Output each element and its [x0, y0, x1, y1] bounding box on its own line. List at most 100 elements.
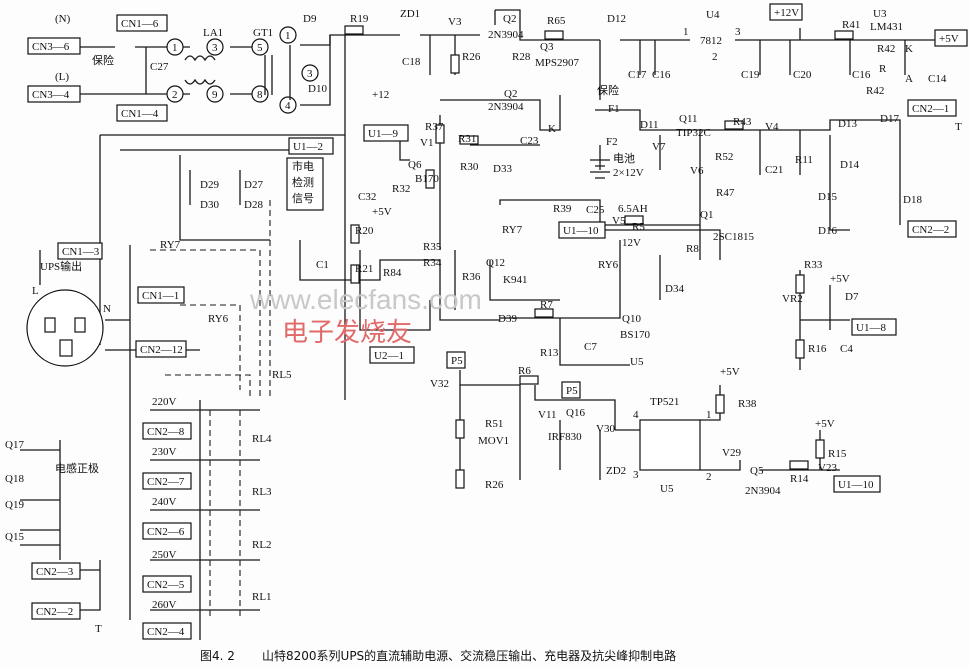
wire: [80, 560, 101, 611]
label-d34: D34: [665, 283, 684, 295]
resistor: [435, 124, 445, 144]
label-r65: R65: [547, 15, 566, 27]
label-c18: C18: [402, 56, 421, 68]
wire: [459, 370, 521, 395]
resistor: [795, 274, 805, 294]
label-d12: D12: [607, 13, 626, 25]
label-u4p3: 3: [735, 26, 741, 38]
connector-cn2-12: CN2—12: [140, 344, 183, 356]
resistor: [459, 135, 479, 145]
connector-cn2-1-box: [907, 99, 957, 117]
label-n: (N): [55, 13, 71, 25]
wire: [189, 170, 241, 205]
resistor: [450, 54, 460, 74]
label-q18: Q18: [5, 473, 24, 485]
label-q10: Q10: [622, 313, 641, 325]
label-zd1: ZD1: [400, 8, 420, 20]
label-r28: R28: [512, 51, 531, 63]
wire: [759, 40, 906, 75]
label-bat3: 6.5AH: [618, 203, 648, 215]
label-d14: D14: [840, 159, 859, 171]
label-q2bt: 2N3904: [488, 101, 524, 113]
label-v32: V32: [430, 378, 449, 390]
label-d13: D13: [838, 118, 857, 130]
wire: [829, 135, 850, 231]
label-mov1: MOV1: [478, 435, 509, 447]
label-u4: U4: [706, 9, 720, 21]
terminal-circle: [279, 96, 297, 114]
label-r16: R16: [808, 343, 827, 355]
label-r37: R37: [425, 121, 444, 133]
label-q17: Q17: [5, 439, 24, 451]
connector-p5a-box: [446, 351, 466, 369]
label-t2: T: [95, 623, 102, 635]
label-ry7b: RY7: [160, 239, 181, 251]
label-u4p2: 2: [712, 51, 718, 63]
label-ups: UPS输出: [40, 259, 82, 273]
label-r6: R6: [518, 365, 531, 377]
connector-cn1-6: CN1—6: [121, 18, 159, 30]
connector-u1-9: U1—9: [368, 128, 398, 140]
wire: [300, 34, 480, 46]
label-r35: R35: [423, 241, 442, 253]
label-c21: C21: [765, 164, 783, 176]
label-o3: 3: [633, 469, 639, 481]
label-r13: R13: [540, 347, 559, 359]
connector-cn1-1: CN1—1: [142, 290, 179, 302]
label-u5a: U5: [630, 356, 644, 368]
label-d18: D18: [903, 194, 922, 206]
label-p3b: 3: [307, 68, 313, 80]
terminal-circle: [301, 64, 319, 82]
resistor: [834, 30, 854, 40]
label-q12: Q12: [486, 257, 505, 269]
connector-u1-10b: U1—10: [838, 479, 874, 491]
label-r36: R36: [462, 271, 481, 283]
label-d15: D15: [818, 191, 837, 203]
connector-cn2-2: CN2—2: [912, 224, 949, 236]
label-rl3: RL3: [252, 486, 272, 498]
connector-cn2-5: CN2—5: [147, 579, 185, 591]
watermark-url: www.elecfans.com: [249, 284, 482, 315]
label-npin: N: [103, 303, 111, 315]
label-d27: D27: [244, 179, 263, 191]
label-d7: D7: [845, 291, 859, 303]
label-k1: K: [905, 43, 913, 55]
label-v7: V7: [652, 141, 666, 153]
label-p4b: 4: [285, 100, 291, 112]
label-rl5: RL5: [272, 369, 292, 381]
label-o2: 2: [706, 471, 712, 483]
connector-cn2-12-box: [135, 340, 187, 358]
connector-p5v-out-box: [934, 29, 968, 47]
figure-title: 山特8200系列UPS的直流辅助电源、交流稳压输出、充电器及抗尖峰抑制电路: [262, 648, 676, 663]
connector-p12v-box: [769, 3, 803, 21]
label-t1: T: [955, 121, 962, 133]
label-q2t: 2N3904: [488, 29, 524, 41]
wire: [359, 250, 431, 331]
label-r-: R: [879, 63, 887, 75]
label-c25: C25: [586, 204, 605, 216]
optocoupler-tp521: [639, 419, 701, 471]
connector-cn1-6-box: [116, 14, 168, 32]
terminal-circle: [206, 85, 224, 103]
label-r84: R84: [383, 267, 402, 279]
wire: [595, 109, 701, 140]
connector-cn2-3-box: [31, 562, 81, 580]
label-p5v2: +5V: [830, 273, 850, 285]
resistor: [455, 469, 465, 489]
label-f2: F2: [606, 136, 618, 148]
connector-cn1-1-box: [137, 286, 185, 304]
connector-u2-1: U2—1: [374, 350, 404, 362]
label-r43: R43: [733, 116, 752, 128]
label-v30: V30: [596, 423, 615, 435]
connector-u1-2-box: [288, 137, 334, 155]
label-u5: U5: [660, 483, 674, 495]
label-l: (L): [55, 71, 69, 83]
connector-cn2-6: CN2—6: [147, 526, 185, 538]
label-q10t: BS170: [620, 329, 650, 341]
connector-cn2-7-box: [142, 472, 192, 490]
resistor: [715, 394, 725, 414]
label-q5t: 2N3904: [745, 485, 781, 497]
label-v29: V29: [722, 447, 741, 459]
label-p5v3: +5V: [720, 366, 740, 378]
label-r38: R38: [738, 398, 757, 410]
